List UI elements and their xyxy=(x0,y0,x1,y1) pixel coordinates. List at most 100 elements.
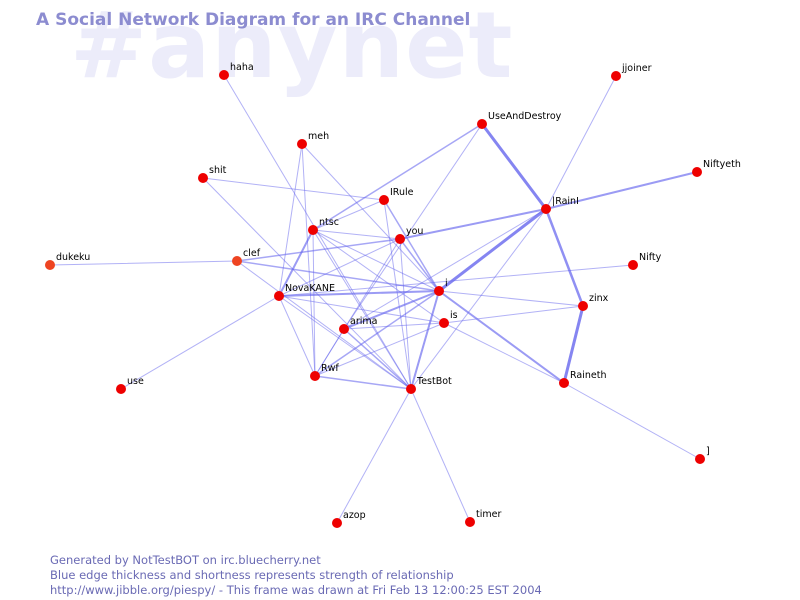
edge-novakane-rwf xyxy=(278,295,316,377)
edge-you-ntsc xyxy=(312,229,401,240)
node-dot[interactable] xyxy=(434,286,444,296)
node-dot[interactable] xyxy=(559,378,569,388)
edge-iraini-arima xyxy=(343,208,547,330)
node-dot[interactable] xyxy=(116,384,126,394)
node-label: zinx xyxy=(589,293,609,304)
node-ntsc[interactable]: ntsc xyxy=(308,217,339,235)
node-dukeku[interactable]: dukeku xyxy=(45,252,90,270)
footer-legend-note: Blue edge thickness and shortness repres… xyxy=(50,568,454,582)
node-novakane[interactable]: NovaKANE xyxy=(274,283,335,301)
edge-i-arima xyxy=(343,290,440,330)
node-label: arima xyxy=(350,316,377,327)
edge-novakane-is xyxy=(278,295,445,324)
diagram-title: A Social Network Diagram for an IRC Chan… xyxy=(36,10,471,30)
node-dot[interactable] xyxy=(198,173,208,183)
node-dot[interactable] xyxy=(395,234,405,244)
edge-useanddestroy-ntsc xyxy=(312,123,483,231)
edge-jjoiner-iraini xyxy=(545,75,617,210)
node-dot[interactable] xyxy=(310,371,320,381)
node-is[interactable]: is xyxy=(439,310,458,328)
node-zinx[interactable]: zinx xyxy=(578,293,609,311)
edge-iraini-you xyxy=(399,208,547,240)
node-jjoiner[interactable]: jjoiner xyxy=(611,63,652,81)
edge-ntsc-novakane xyxy=(278,229,314,297)
edge-i-testbot xyxy=(410,290,440,390)
node-meh[interactable]: meh xyxy=(297,131,329,149)
node-dot[interactable] xyxy=(477,119,487,129)
node-dot[interactable] xyxy=(578,301,588,311)
edge-zinx-is xyxy=(443,305,584,324)
node-dot[interactable] xyxy=(297,139,307,149)
node-label: haha xyxy=(230,62,254,73)
edge-iraini-testbot xyxy=(410,208,547,390)
node-dot[interactable] xyxy=(439,318,449,328)
edge-testbot-timer xyxy=(410,388,471,523)
node-label: you xyxy=(406,226,423,237)
edge-testbot-azop xyxy=(336,388,412,524)
node-dot[interactable] xyxy=(628,260,638,270)
node-irule[interactable]: IRule xyxy=(379,187,414,205)
edge-iraini-zinx xyxy=(544,207,585,308)
edge-zinx-raineth xyxy=(562,304,585,385)
node-dot[interactable] xyxy=(611,71,621,81)
edge-niftyeth-iraini xyxy=(545,171,698,210)
edge-meh-rwf xyxy=(301,143,316,377)
edge-ntsc-is xyxy=(312,229,445,324)
node-dot[interactable] xyxy=(406,384,416,394)
node-arima[interactable]: arima xyxy=(339,316,377,334)
node-dot[interactable] xyxy=(339,324,349,334)
node-label: NovaKANE xyxy=(285,283,335,294)
edge-you-clef xyxy=(236,238,401,262)
node-dot[interactable] xyxy=(541,204,551,214)
node-dot[interactable] xyxy=(465,517,475,527)
node-dot[interactable] xyxy=(232,256,242,266)
edge-irule-ntsc xyxy=(312,199,385,231)
node-label: IRule xyxy=(390,187,414,198)
edge-i-novakane xyxy=(278,290,440,297)
edge-shit-irule xyxy=(202,177,385,201)
node-nifty[interactable]: Nifty xyxy=(628,252,662,270)
edge-novakane-use xyxy=(120,295,280,390)
node-label: ] xyxy=(706,446,710,457)
node-shit[interactable]: shit xyxy=(198,165,227,183)
node-testbot[interactable]: TestBot xyxy=(406,376,452,394)
node-j[interactable]: ] xyxy=(695,446,710,464)
node-label: use xyxy=(127,376,144,387)
node-i[interactable]: i xyxy=(434,278,448,296)
node-label: clef xyxy=(243,248,261,259)
edge-raineth-j xyxy=(563,382,701,460)
node-dot[interactable] xyxy=(274,291,284,301)
node-dot[interactable] xyxy=(332,518,342,528)
channel-watermark: #anynet xyxy=(70,0,514,99)
node-dot[interactable] xyxy=(308,225,318,235)
edge-useanddestroy-iraini xyxy=(480,122,548,211)
node-raineth[interactable]: Raineth xyxy=(559,370,606,388)
node-iraini[interactable]: |RainI xyxy=(541,196,579,214)
node-dot[interactable] xyxy=(45,260,55,270)
edge-arima-testbot xyxy=(343,328,412,390)
node-use[interactable]: use xyxy=(116,376,144,394)
edge-arima-rwf xyxy=(314,328,345,377)
node-niftyeth[interactable]: Niftyeth xyxy=(692,159,741,177)
node-useanddestroy[interactable]: UseAndDestroy xyxy=(477,111,562,129)
node-rwf[interactable]: Rwf xyxy=(310,363,339,381)
node-timer[interactable]: timer xyxy=(465,509,501,527)
node-label: UseAndDestroy xyxy=(488,111,562,122)
node-dot[interactable] xyxy=(692,167,702,177)
footer-url-timestamp[interactable]: http://www.jibble.org/piespy/ - This fra… xyxy=(50,583,542,597)
node-clef[interactable]: clef xyxy=(232,248,261,266)
node-you[interactable]: you xyxy=(395,226,423,244)
node-label: is xyxy=(450,310,458,321)
node-azop[interactable]: azop xyxy=(332,510,366,528)
edge-useanddestroy-arima xyxy=(343,123,483,330)
node-haha[interactable]: haha xyxy=(219,62,254,80)
node-dot[interactable] xyxy=(379,195,389,205)
edge-irule-i xyxy=(383,199,440,292)
node-dot[interactable] xyxy=(219,70,229,80)
node-label: azop xyxy=(343,510,366,521)
node-dot[interactable] xyxy=(695,454,705,464)
node-label: ntsc xyxy=(319,217,339,228)
footer-generated-by: Generated by NotTestBOT on irc.bluecherr… xyxy=(50,553,321,567)
edge-is-arima xyxy=(343,322,445,330)
